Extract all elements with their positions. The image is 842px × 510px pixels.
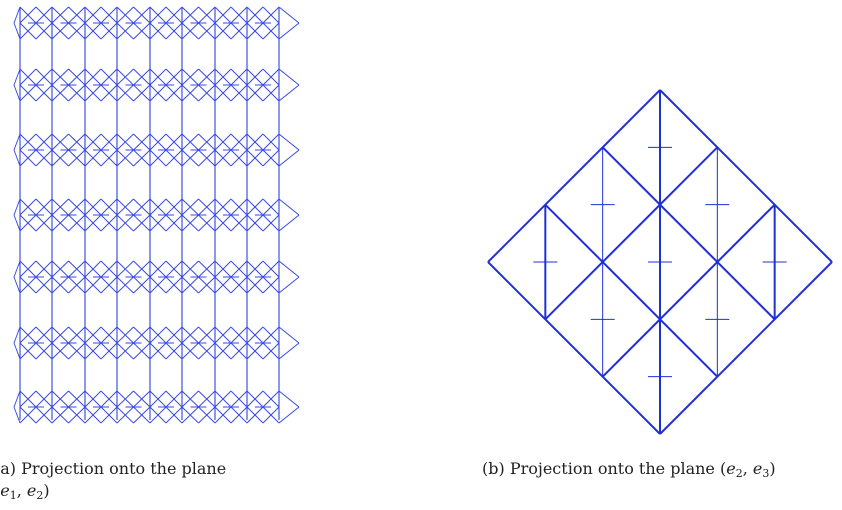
lattice-edge [13,149,21,167]
lattice-edge [278,68,300,86]
lattice-edge [13,276,21,294]
lattice-edge [13,198,21,216]
diamond-edge [659,261,833,435]
diamond-edge [487,261,661,435]
lattice-edge [13,326,21,344]
lattice-edge [13,68,21,86]
lattice-edge [13,84,21,102]
lattice-edge [278,133,300,151]
caption-b-text: Projection onto the plane [509,459,715,478]
lattice-edge [13,6,21,24]
lattice-edge [278,342,300,360]
lattice-edge [13,406,21,424]
lattice-edge [13,342,21,360]
grid-diagonal [601,203,776,378]
grid-diagonal [544,146,719,321]
lattice-edge [278,390,300,408]
subfigure-a: (a) Projection onto the plane (e1, e2) [0,0,320,510]
lattice-edge [278,149,300,167]
lattice-edge [278,22,300,40]
lattice-edge [13,390,21,408]
subfigure-b: (b) Projection onto the plane (e2, e3) [470,0,842,510]
caption-b-tag: (b) [482,459,505,478]
projection-e2-e3-plot [487,89,833,435]
grid-diagonal [544,203,719,378]
caption-a: (a) Projection onto the plane (e1, e2) [0,458,324,507]
lattice-edge [13,214,21,232]
lattice-edge [278,326,300,344]
caption-a-math: (e1, e2) [0,481,50,502]
lattice-edge [278,6,300,24]
lattice-edge [278,276,300,294]
caption-b: (b) Projection onto the plane (e2, e3) [482,458,842,485]
lattice-edge [278,406,300,424]
lattice-edge [278,260,300,278]
caption-a-text: Projection onto the plane [21,459,227,478]
lattice-edge [278,198,300,216]
lattice-edge [13,22,21,40]
caption-a-tag: (a) [0,459,17,478]
diamond-edge [487,89,661,263]
lattice-edge [13,133,21,151]
diamond-edge [659,89,833,263]
lattice-edge [13,260,21,278]
lattice-edge [278,84,300,102]
lattice-edge [278,214,300,232]
grid-diagonal [601,146,776,321]
caption-b-math: (e2, e3) [719,459,776,480]
projection-e1-e2-plot [13,6,300,424]
